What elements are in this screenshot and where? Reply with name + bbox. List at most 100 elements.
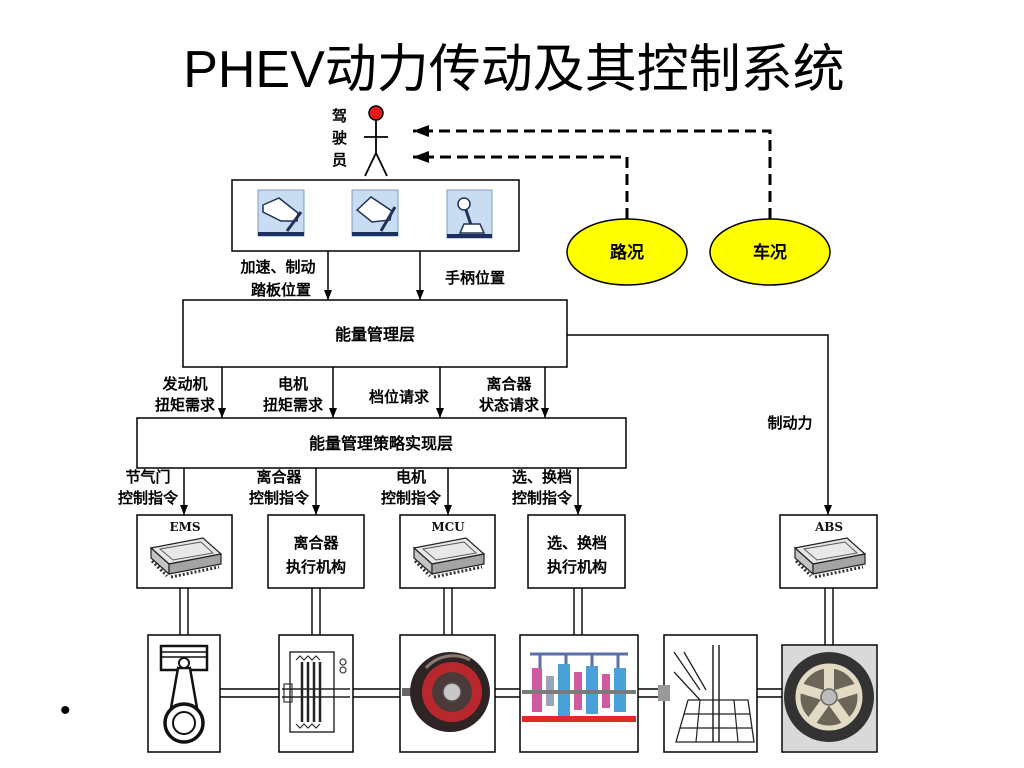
controller-ems: EMS — [136, 514, 233, 589]
strategy-layer-box — [136, 417, 627, 469]
engine-piston-icon — [147, 634, 221, 753]
command-clutch: 离合器 控制指令 — [249, 468, 320, 515]
lever-icon-bar — [447, 234, 492, 238]
controller-label: EMS — [169, 520, 200, 534]
request-clutch-state: 离合器 状态请求 — [479, 367, 549, 418]
vehicle-condition-ellipse — [709, 218, 831, 286]
energy-management-box — [182, 299, 568, 368]
brake-force-arrow — [567, 334, 832, 515]
command-label-line2: 控制指令 — [381, 489, 442, 507]
differential-line — [673, 671, 701, 701]
clutch-spring — [295, 723, 321, 729]
brake-force-label: 制动力 — [767, 414, 812, 432]
controller-component-links — [179, 588, 834, 645]
energy-management-label: 能量管理层 — [335, 325, 415, 344]
request-label-line1: 离合器 — [486, 375, 532, 393]
wheel-icon — [781, 644, 878, 753]
command-label-line2: 控制指令 — [118, 489, 179, 507]
brake-icon-pedal — [379, 206, 397, 232]
differential-line — [683, 651, 707, 691]
brake-pedal-icon — [351, 189, 399, 237]
strategy-implementation-layer: 能量管理策略实现层 — [136, 417, 627, 469]
accelerator-icon-base — [258, 232, 304, 236]
driver-input-panel — [231, 179, 520, 252]
road-condition-label: 路况 — [610, 242, 644, 263]
accelerator-icon-pedal — [285, 211, 303, 232]
strategy-layer-label: 能量管理策略实现层 — [309, 434, 453, 453]
controller-label-line2: 执行机构 — [547, 558, 607, 576]
clutch-input-hub — [283, 683, 293, 703]
request-engine-torque: 发动机 扭矩需求 — [155, 367, 226, 418]
motor-highlight — [424, 654, 471, 670]
controller-abs: ABS — [779, 514, 878, 589]
road-condition-feedback-arrow — [413, 151, 629, 219]
slide-title: PHEV动力传动及其控制系统 — [183, 41, 845, 99]
request-label-line2: 扭矩需求 — [155, 396, 216, 414]
crank-bore — [172, 711, 196, 735]
driver-left-leg — [364, 152, 377, 177]
pedal-position-label-line1: 加速、制动 — [239, 258, 315, 276]
request-motor-torque: 电机 扭矩需求 — [263, 367, 337, 418]
driver-head — [368, 105, 384, 121]
controller-label: MCU — [431, 520, 465, 534]
gearbox-output-shaft — [522, 716, 636, 722]
controller-label-line2: 执行机构 — [286, 558, 346, 576]
controller-shift-actuator: 选、换档 执行机构 — [527, 514, 626, 589]
vehicle-condition-node: 车况 — [709, 218, 831, 286]
driver-stick-figure-icon — [364, 105, 388, 177]
command-label-line2: 控制指令 — [249, 489, 310, 507]
lever-icon-base — [458, 223, 486, 234]
request-label-line2: 扭矩需求 — [263, 396, 324, 414]
drivetrain-shaft — [220, 688, 782, 698]
differential-line — [733, 699, 739, 743]
request-label-line1: 发动机 — [161, 375, 207, 393]
request-label-line1: 档位请求 — [369, 388, 430, 406]
lever-icon-stick — [464, 209, 473, 226]
energy-management-layer: 能量管理层 — [182, 299, 568, 368]
controller-label-line1: 离合器 — [293, 534, 339, 552]
driver-label: 驾驶员 — [330, 108, 348, 174]
controller-clutch-actuator: 离合器 执行机构 — [267, 514, 365, 589]
lever-position-label: 手柄位置 — [445, 269, 505, 287]
road-condition-ellipse — [566, 218, 688, 286]
accelerator-pedal-icon — [257, 189, 305, 237]
brake-icon-base — [352, 232, 398, 236]
command-gear-shift: 选、换档 控制指令 — [512, 468, 582, 515]
command-motor: 电机 控制指令 — [381, 468, 452, 515]
command-throttle: 节气门 控制指令 — [118, 468, 188, 515]
differential-icon — [658, 634, 758, 753]
piston-pin — [178, 657, 190, 669]
motor-icon — [399, 634, 496, 753]
clutch-icon — [278, 634, 354, 753]
clutch-connector — [339, 666, 347, 674]
controller-box — [267, 514, 365, 589]
vehicle-condition-label: 车况 — [753, 242, 787, 263]
vehicle-condition-feedback-arrow — [413, 125, 772, 219]
driver-right-leg — [375, 152, 388, 177]
request-label-line2: 状态请求 — [479, 396, 540, 414]
lever-icon-knob — [457, 197, 471, 211]
command-label-line2: 控制指令 — [512, 489, 573, 507]
differential-line — [695, 699, 701, 743]
motor-hub — [442, 682, 462, 702]
gearbox-input-shaft — [522, 690, 636, 694]
controller-label-line1: 选、换档 — [547, 534, 607, 552]
pedal-position-label-line2: 踏板位置 — [251, 281, 311, 299]
road-condition-node: 路况 — [566, 218, 688, 286]
wheel-hub — [820, 688, 838, 706]
slide-bullet: • — [60, 694, 71, 727]
differential-coupling — [658, 685, 670, 701]
clutch-connector — [339, 658, 347, 666]
clutch-housing — [289, 651, 335, 733]
command-label-line1: 电机 — [396, 468, 426, 486]
controller-box — [527, 514, 626, 589]
request-label-line1: 电机 — [278, 375, 308, 393]
controller-label: ABS — [814, 520, 843, 534]
gear-lever-icon — [446, 189, 493, 239]
differential-line — [673, 651, 701, 691]
wheel-rim — [795, 663, 863, 731]
clutch-spring — [295, 655, 321, 661]
command-label-line1: 离合器 — [256, 468, 302, 486]
gearbox-icon — [519, 634, 639, 753]
